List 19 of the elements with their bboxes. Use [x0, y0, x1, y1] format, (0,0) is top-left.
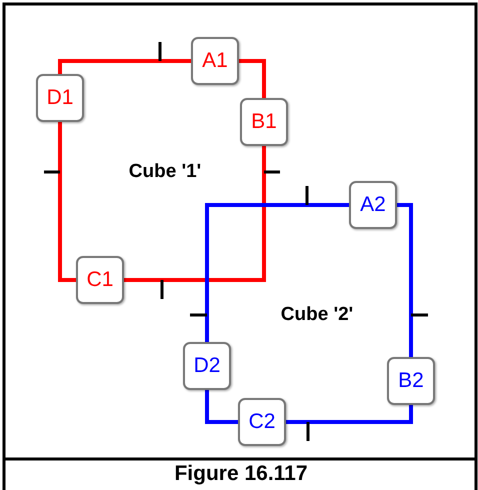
- label-box: C1: [76, 256, 124, 304]
- connector-line: [205, 390, 238, 424]
- label-box: D2: [183, 342, 231, 390]
- connector-line: [58, 59, 191, 74]
- label-box: A2: [349, 181, 397, 229]
- connector-line: [239, 59, 266, 98]
- figure-caption: Figure 16.117: [173, 462, 309, 486]
- label-box: D1: [36, 74, 84, 122]
- connector-line: [124, 146, 266, 282]
- connector-line: [205, 203, 349, 342]
- label-box: C2: [238, 398, 286, 446]
- cube-label: Cube '1': [128, 161, 202, 183]
- label-box: B1: [240, 98, 288, 146]
- cube-label: Cube '2': [280, 304, 354, 326]
- connector-line: [58, 122, 76, 282]
- label-box: A1: [191, 37, 239, 85]
- connector-line: [397, 203, 413, 357]
- label-box: B2: [387, 357, 435, 405]
- connector-line: [286, 405, 413, 424]
